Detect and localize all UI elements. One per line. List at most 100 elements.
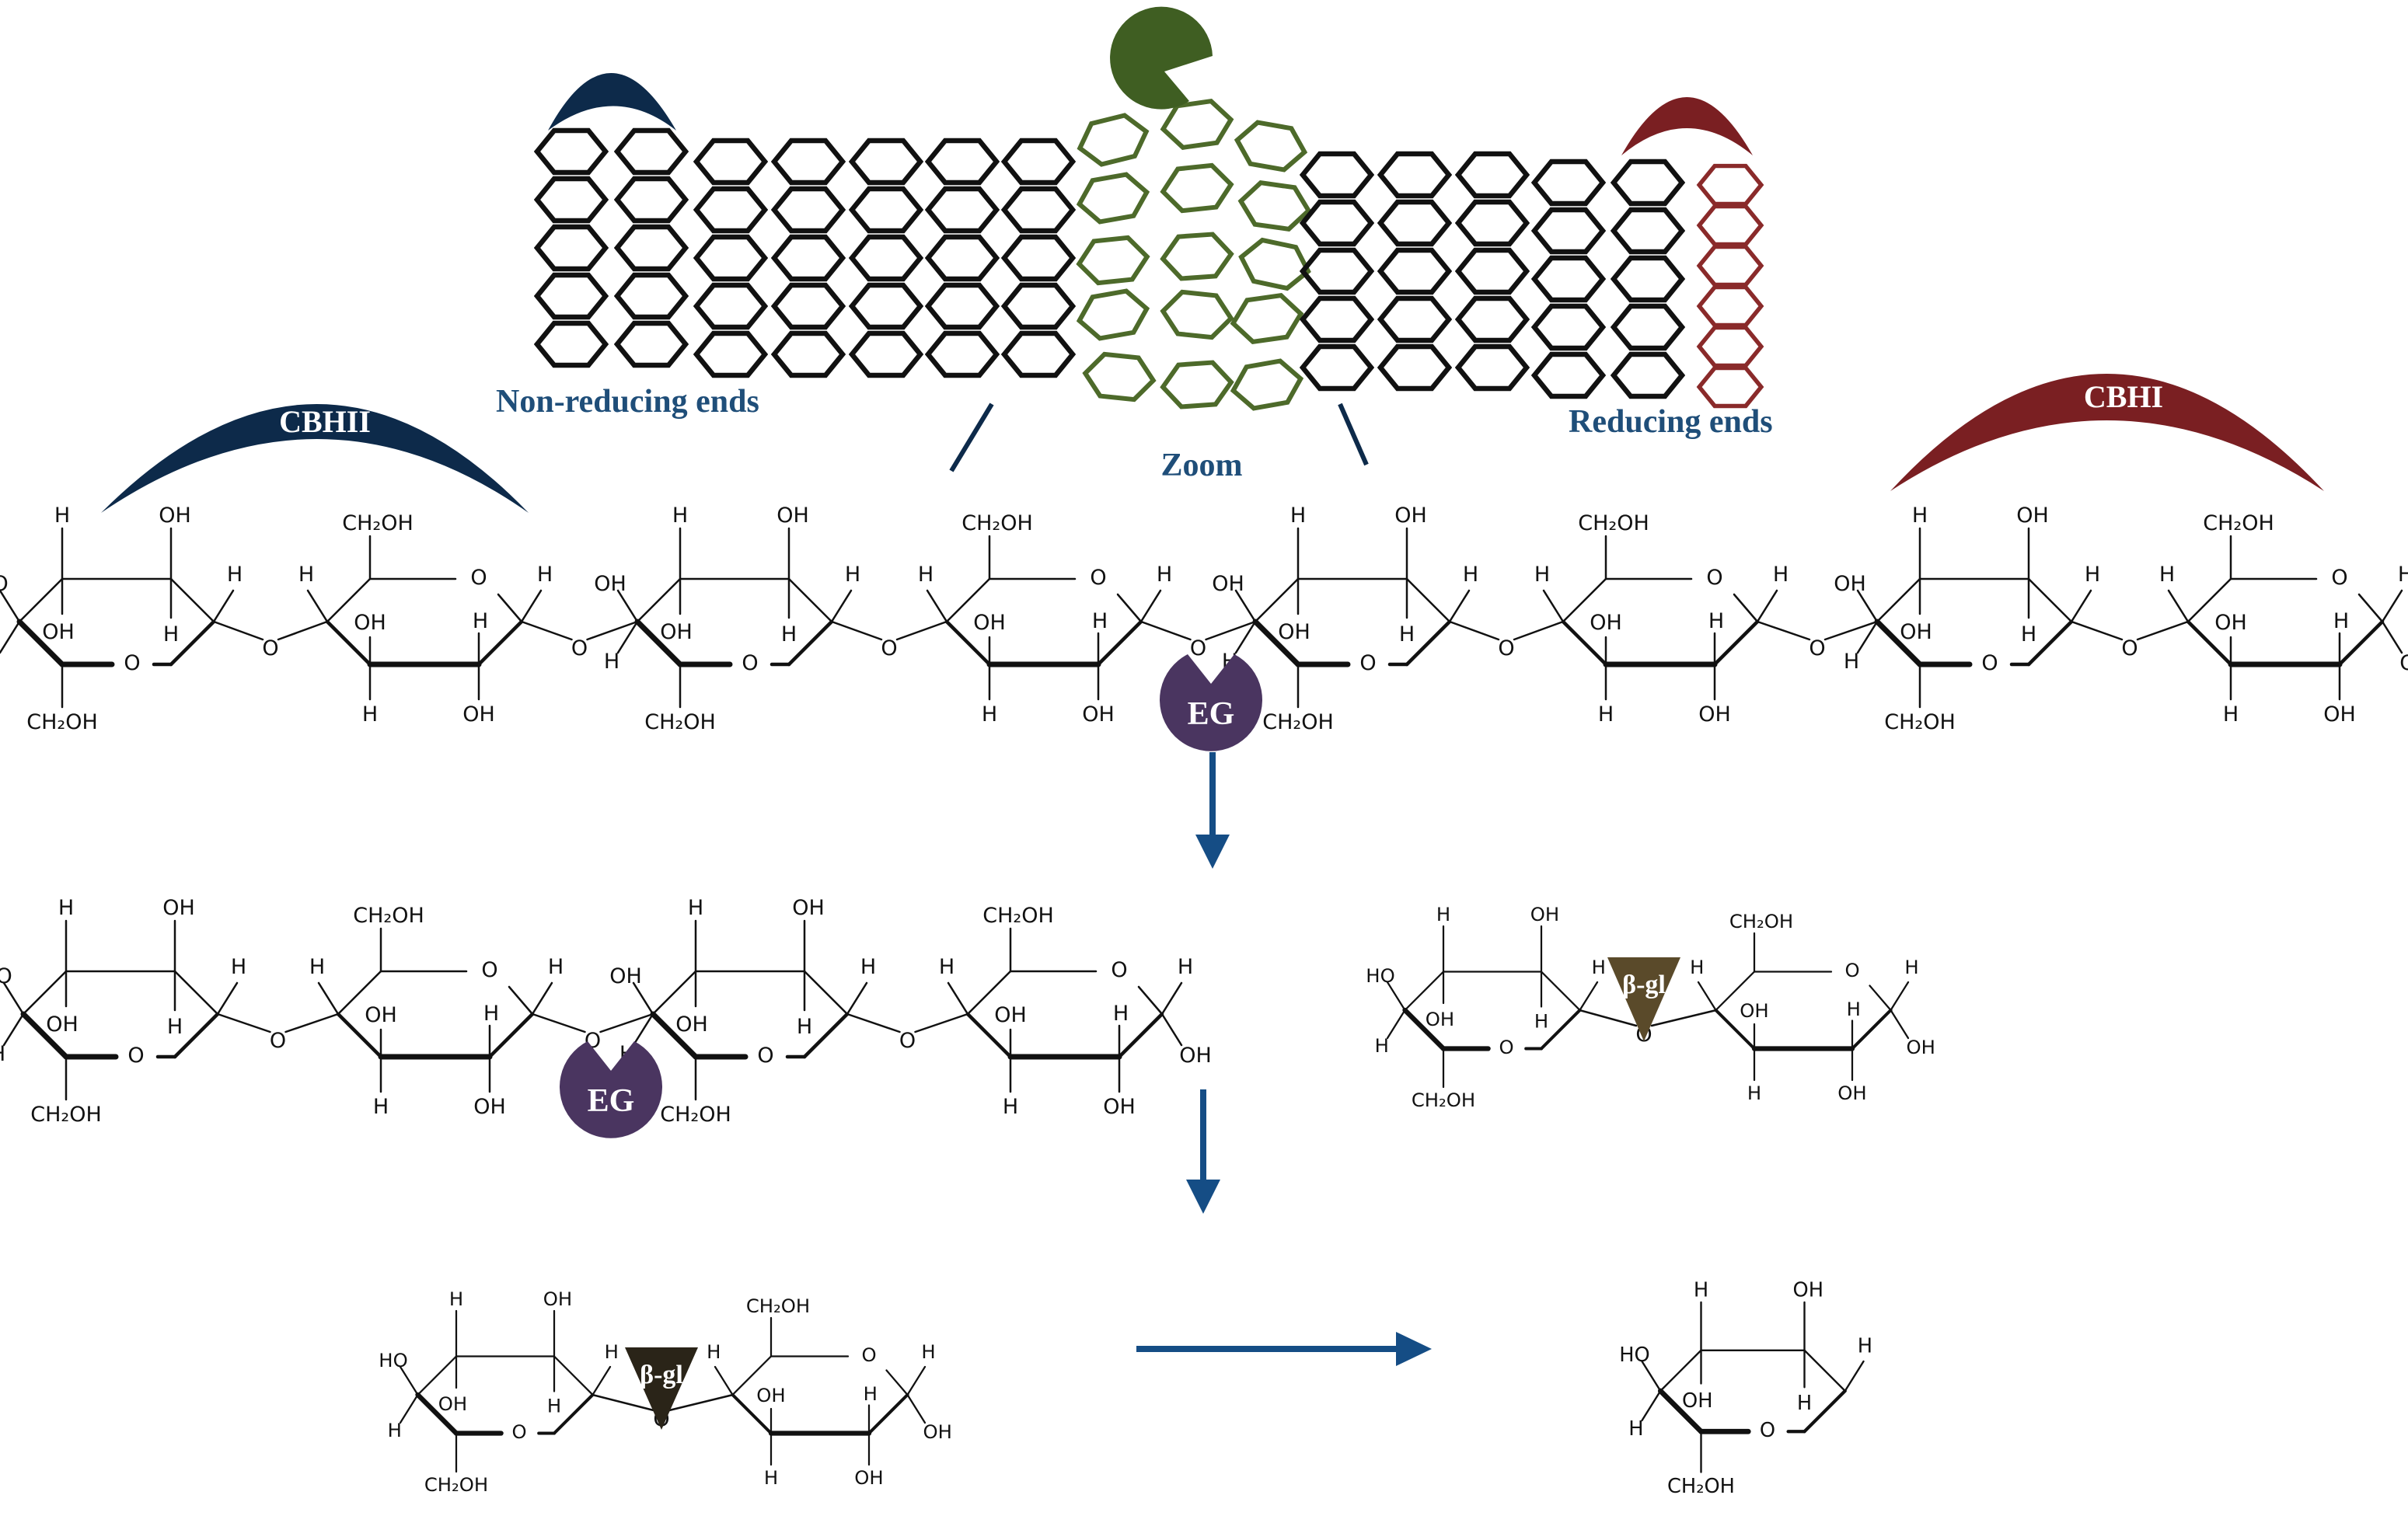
atom-label: HO (379, 1349, 407, 1371)
atom-label: H (1375, 1034, 1389, 1057)
atom-label: CH₂OH (1578, 511, 1649, 535)
glucose-hex-icon (1614, 210, 1682, 252)
atom-label: OH (1394, 504, 1427, 528)
atom-label: H (939, 955, 954, 979)
glucose-hex-icon (1303, 347, 1371, 389)
atom-label: H (483, 1002, 499, 1026)
atom-label: H (58, 896, 74, 920)
atom-label: O (1706, 566, 1722, 590)
atom-label: OH (462, 702, 495, 727)
glucose-hex-icon (696, 189, 765, 231)
atom-label: H (1534, 1010, 1548, 1033)
atom-label: H (54, 504, 70, 528)
atom-label: OH (1179, 1044, 1212, 1068)
atom-label: OH (162, 896, 195, 920)
atom-label: H (605, 1340, 619, 1363)
atom-label: H (1708, 609, 1724, 633)
atom-label: H (2159, 563, 2175, 587)
atom-label: O (742, 651, 758, 675)
glucose-hex-icon (928, 189, 996, 231)
atom-label: O (1760, 1419, 1775, 1442)
atom-label: OH (1906, 1036, 1935, 1058)
atom-label: OH (1682, 1389, 1712, 1413)
atom-label: O (2121, 636, 2138, 660)
atom-label: H (1178, 955, 1193, 979)
atom-label: CH₂OH (660, 1103, 731, 1127)
atom-label: OH (1698, 702, 1731, 727)
glucose-hex-icon (617, 179, 686, 221)
atom-label: H (1844, 650, 1859, 674)
atom-label: OH (2323, 702, 2356, 727)
atom-label: OH (354, 611, 386, 635)
atom-label: H (1436, 903, 1450, 925)
atom-label: H (1399, 622, 1415, 646)
atom-label: CH₂OH (1667, 1475, 1735, 1498)
glucose-hex-icon (1076, 172, 1150, 225)
glucose-hex-icon (1534, 210, 1603, 252)
glucose-hex-icon (1303, 202, 1371, 244)
half-moon-enzyme-icon (1621, 97, 1753, 155)
atom-label: HO (1366, 964, 1394, 987)
atom-label: OH (1590, 611, 1622, 635)
glucose-hex-icon (928, 333, 996, 375)
atom-label: OH (854, 1466, 883, 1489)
atom-label: CH₂OH (1412, 1089, 1475, 1111)
zoom-label: Zoom (1161, 448, 1243, 483)
atom-label: H (167, 1015, 183, 1039)
eg-label: EG (588, 1083, 635, 1119)
atom-label: H (672, 504, 688, 528)
atom-label: OH (2214, 611, 2247, 635)
glucose-chains: OHOHOHHHOHHCH₂OHOCH₂OHHOHHHOHHOHOHOHHOHH… (0, 504, 2408, 1498)
glucose-hex-icon (852, 189, 920, 231)
atom-label: OH (1212, 572, 1244, 596)
atom-label: H (1463, 563, 1478, 587)
glucose-hex-icon (1303, 250, 1371, 292)
glucose-hex-icon (537, 227, 605, 269)
atom-label: O (757, 1044, 773, 1068)
atom-label: O (1359, 651, 1376, 675)
atom-label: CH₂OH (746, 1295, 810, 1317)
atom-label: O (511, 1420, 526, 1443)
glucose-hex-icon (1075, 111, 1151, 169)
glucose-hex-icon (1230, 358, 1304, 411)
atom-label: H (921, 1340, 935, 1363)
atom-label: H (388, 1419, 402, 1441)
glucose-hex-icon (617, 323, 686, 365)
atom-label: OH (973, 611, 1006, 635)
atom-label: O (1111, 958, 1127, 982)
glucose-hex-icon (1614, 306, 1682, 348)
glucose-hex-icon (852, 141, 920, 183)
atom-label: H (797, 1015, 812, 1039)
atom-label: OH (1426, 1008, 1454, 1030)
atom-label: H (537, 563, 553, 587)
atom-label: H (362, 702, 378, 727)
glucose-hex-icon (1161, 361, 1233, 408)
glucose-hex-icon (1230, 293, 1304, 344)
atom-label: H (0, 650, 2, 674)
atom-label: O (571, 636, 588, 660)
atom-label: H (2085, 563, 2100, 587)
glucose-hex-icon (1699, 368, 1761, 406)
glucose-hex-icon (1699, 288, 1761, 326)
glucose-hex-icon (774, 333, 843, 375)
atom-label: OH (594, 572, 626, 596)
glucose-hex-icon (1458, 347, 1527, 389)
bgl-label: β-gl (640, 1361, 683, 1389)
atom-label: OH (660, 620, 693, 644)
atom-label: O (1809, 636, 1825, 660)
atom-label: H (1904, 956, 1918, 978)
glucose-hex-icon (1458, 250, 1527, 292)
glucose-hex-icon (1380, 154, 1449, 196)
atom-label: OH (1740, 999, 1768, 1022)
atom-label: OH (1278, 620, 1310, 644)
atom-label: H (864, 1382, 878, 1405)
glucose-hex-icon (1458, 298, 1527, 340)
glucose-hex-icon (852, 285, 920, 327)
cbh1-label: CBHI (2084, 379, 2163, 414)
